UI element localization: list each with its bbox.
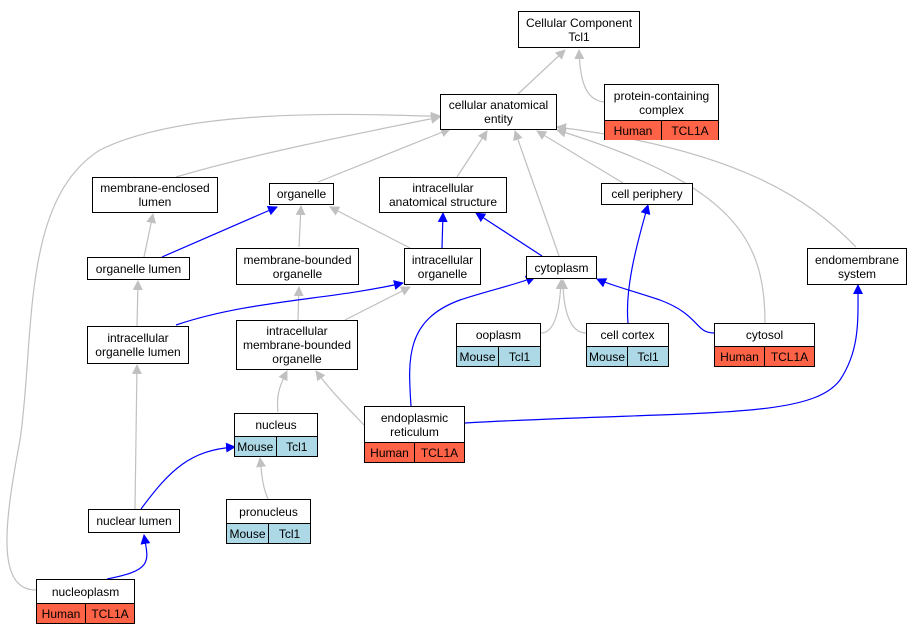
- species-badge: Mouse: [235, 437, 276, 456]
- gene-badge: Tcl1: [275, 437, 317, 456]
- edge-cae-root: [517, 49, 566, 95]
- edge-ias-cae: [456, 130, 488, 178]
- node-organelle[interactable]: organelle: [269, 183, 334, 205]
- gene-badge: Tcl1: [627, 347, 668, 366]
- node-label: Cellular Component Tcl1: [525, 15, 633, 44]
- node-label: membrane-enclosed lumen: [100, 181, 210, 209]
- node-nuclear-lumen[interactable]: nuclear lumen: [88, 509, 180, 533]
- node-label: cell cortex: [600, 328, 655, 342]
- edge-intorg-ias: [437, 212, 448, 249]
- node-label: cell periphery: [611, 187, 683, 201]
- edge-nucleoplasm-nuclumen: [106, 534, 151, 580]
- node-label: membrane-bounded organelle: [243, 252, 352, 281]
- node-label: intracellular anatomical structure: [388, 181, 498, 209]
- edge-intorg-organelle: [329, 206, 411, 249]
- edge-nuclumen-iol: [131, 364, 142, 510]
- node-cytoplasm[interactable]: cytoplasm: [526, 256, 597, 279]
- species-badge: Mouse: [587, 347, 627, 366]
- node-organelle-lumen[interactable]: organelle lumen: [87, 257, 190, 280]
- species-badge: Human: [365, 443, 414, 462]
- edge-organelle-cae: [317, 127, 451, 183]
- node-label: nucleoplasm: [51, 584, 120, 599]
- edge-imbo-mbo: [293, 286, 304, 321]
- node-label: pronucleus: [239, 504, 298, 519]
- edge-pronucleus-nucleus: [256, 457, 269, 500]
- gene-badge: TCL1A: [764, 347, 814, 366]
- edge-cytoplasm-ias: [475, 212, 543, 257]
- edge-er-cytoplasm: [409, 275, 536, 407]
- node-label: cytosol: [745, 328, 784, 342]
- node-cell-periphery[interactable]: cell periphery: [601, 183, 693, 205]
- edge-er-endomem: [464, 284, 864, 424]
- edge-cellper-cae: [536, 130, 624, 184]
- node-label: protein-containing complex: [613, 88, 710, 117]
- node-label: intracellular organelle: [411, 252, 474, 281]
- species-badge: Mouse: [227, 524, 268, 543]
- edge-cellcortex-cellper: [626, 204, 651, 324]
- edge-iol-orglumen: [132, 280, 143, 327]
- edge-mel-cae: [175, 113, 441, 178]
- edge-cellcortex-cytoplasm: [558, 279, 587, 334]
- species-badge: Human: [605, 121, 661, 140]
- edge-iol-intorg: [175, 280, 404, 326]
- edge-orglumen-mel: [143, 213, 157, 258]
- edge-nucleus-imbo: [276, 370, 288, 413]
- gene-badge: TCL1A: [414, 443, 464, 462]
- node-membrane-enclosed-lumen[interactable]: membrane-enclosed lumen: [92, 177, 218, 213]
- edge-nucleoplasm-cae: [6, 111, 441, 591]
- species-badge: Human: [37, 604, 85, 623]
- edge-cytosol-cytoplasm: [596, 278, 715, 334]
- node-intracellular-organelle-lumen[interactable]: intracellular organelle lumen: [87, 326, 189, 364]
- edge-imbo-intorg: [344, 286, 411, 321]
- edge-ooplasm-cytoplasm: [540, 279, 566, 334]
- edge-er-imbo: [315, 370, 365, 426]
- edge-cytoplasm-cae: [513, 130, 560, 257]
- node-intracellular-organelle[interactable]: intracellular organelle: [404, 248, 481, 285]
- node-label: nucleus: [255, 418, 297, 432]
- gene-badge: TCL1A: [661, 121, 718, 140]
- node-label: intracellular organelle lumen: [95, 331, 181, 359]
- node-intracellular-membrane-bounded-organelle[interactable]: intracellular membrane-bounded organelle: [236, 320, 358, 370]
- node-label: cytoplasm: [534, 260, 589, 275]
- node-label: endoplasmic reticulum: [380, 410, 449, 439]
- gene-badge: Tcl1: [498, 347, 540, 366]
- node-label: endomembrane system: [814, 252, 900, 281]
- edge-pcc-root: [574, 49, 605, 103]
- species-badge: Human: [715, 347, 764, 366]
- gene-badge: TCL1A: [85, 604, 134, 623]
- node-label: cellular anatomical entity: [448, 98, 549, 126]
- edge-nuclumen-nucleus: [140, 442, 236, 510]
- edge-cytosol-cae: [556, 127, 766, 324]
- node-membrane-bounded-organelle[interactable]: membrane-bounded organelle: [236, 248, 359, 285]
- node-label: organelle lumen: [95, 261, 182, 276]
- node-label: ooplasm: [475, 328, 522, 342]
- node-cellular-anatomical-entity[interactable]: cellular anatomical entity: [440, 94, 557, 130]
- node-cellular-component[interactable]: Cellular Component Tcl1: [518, 11, 640, 48]
- edge-mbo-organelle: [295, 205, 306, 248]
- edge-orglumen-organelle: [161, 206, 278, 258]
- node-label: intracellular membrane-bounded organelle: [242, 324, 352, 366]
- node-label: organelle: [276, 187, 327, 201]
- species-badge: Mouse: [457, 347, 498, 366]
- node-endomembrane-system[interactable]: endomembrane system: [807, 248, 907, 285]
- gene-badge: Tcl1: [268, 524, 310, 543]
- node-intracellular-anatomical-structure[interactable]: intracellular anatomical structure: [379, 177, 507, 213]
- node-label: nuclear lumen: [96, 514, 172, 528]
